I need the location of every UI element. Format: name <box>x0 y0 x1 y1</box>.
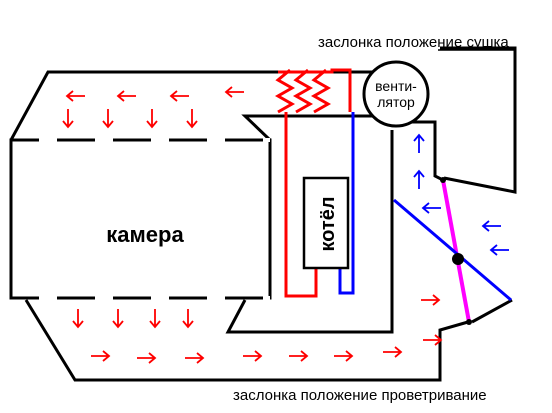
arrow-icon <box>169 90 189 102</box>
chamber-label: камера <box>106 222 184 247</box>
heater-coil-3 <box>310 68 332 114</box>
arrow-icon <box>224 86 244 98</box>
airflow-arrows <box>62 86 509 364</box>
duct-right-upper <box>408 120 444 182</box>
arrow-icon <box>91 350 111 362</box>
arrow-icon <box>149 309 161 329</box>
arrow-icon <box>289 350 309 362</box>
heater-frame <box>278 68 352 112</box>
arrow-icon <box>413 133 425 153</box>
arrow-icon <box>423 334 443 346</box>
arrow-icon <box>421 294 441 306</box>
heater-coil-1 <box>274 68 296 114</box>
boiler-box <box>302 176 350 270</box>
duct-inner-top <box>241 114 374 142</box>
arrow-icon <box>182 309 194 329</box>
damper-dry-leader <box>438 49 516 192</box>
damper-dry-bottom-point <box>466 319 472 325</box>
arrow-icon <box>65 90 85 102</box>
pipe-cold <box>338 112 355 295</box>
damper-dry-position <box>441 179 471 323</box>
arrow-icon <box>102 109 114 129</box>
arrow-icon <box>243 350 263 362</box>
arrow-icon <box>137 352 157 364</box>
duct-bottom-wall <box>24 299 469 382</box>
chamber-box <box>9 138 272 300</box>
fan-circle <box>362 60 430 128</box>
pipe-hot <box>284 112 318 298</box>
arrow-icon <box>185 352 205 364</box>
duct-top-wall <box>9 70 374 141</box>
arrow-icon <box>72 309 84 329</box>
arrow-icon <box>186 109 198 129</box>
fan-label-line1: венти- <box>375 78 417 94</box>
damper-vent-label: заслонка положение проветривание <box>233 387 487 404</box>
heater-coil-icon <box>274 68 352 114</box>
arrow-icon <box>334 350 354 362</box>
arrow-icon <box>481 220 501 232</box>
arrow-icon <box>413 169 425 189</box>
duct-outline <box>9 46 517 382</box>
arrow-icon <box>116 90 136 102</box>
fan-label-line2: лятор <box>377 94 415 110</box>
arrow-icon <box>421 202 441 214</box>
duct-bottom-right <box>471 298 513 324</box>
duct-right-outer <box>440 46 517 194</box>
arrow-icon <box>489 244 509 256</box>
arrow-icon <box>112 309 124 329</box>
damper-pivot-icon <box>452 253 464 265</box>
arrow-icon <box>62 109 74 129</box>
damper-vent-position <box>393 198 512 302</box>
arrow-icon <box>383 346 403 358</box>
duct-inner-right <box>225 130 394 334</box>
damper-dry-label: заслонка положение сушка <box>318 34 509 51</box>
heater-coil-2 <box>292 68 314 114</box>
chamber: камера <box>9 138 272 300</box>
boiler-label: котёл <box>317 196 339 251</box>
damper-dry-top-point <box>440 177 446 183</box>
arrow-icon <box>146 109 158 129</box>
